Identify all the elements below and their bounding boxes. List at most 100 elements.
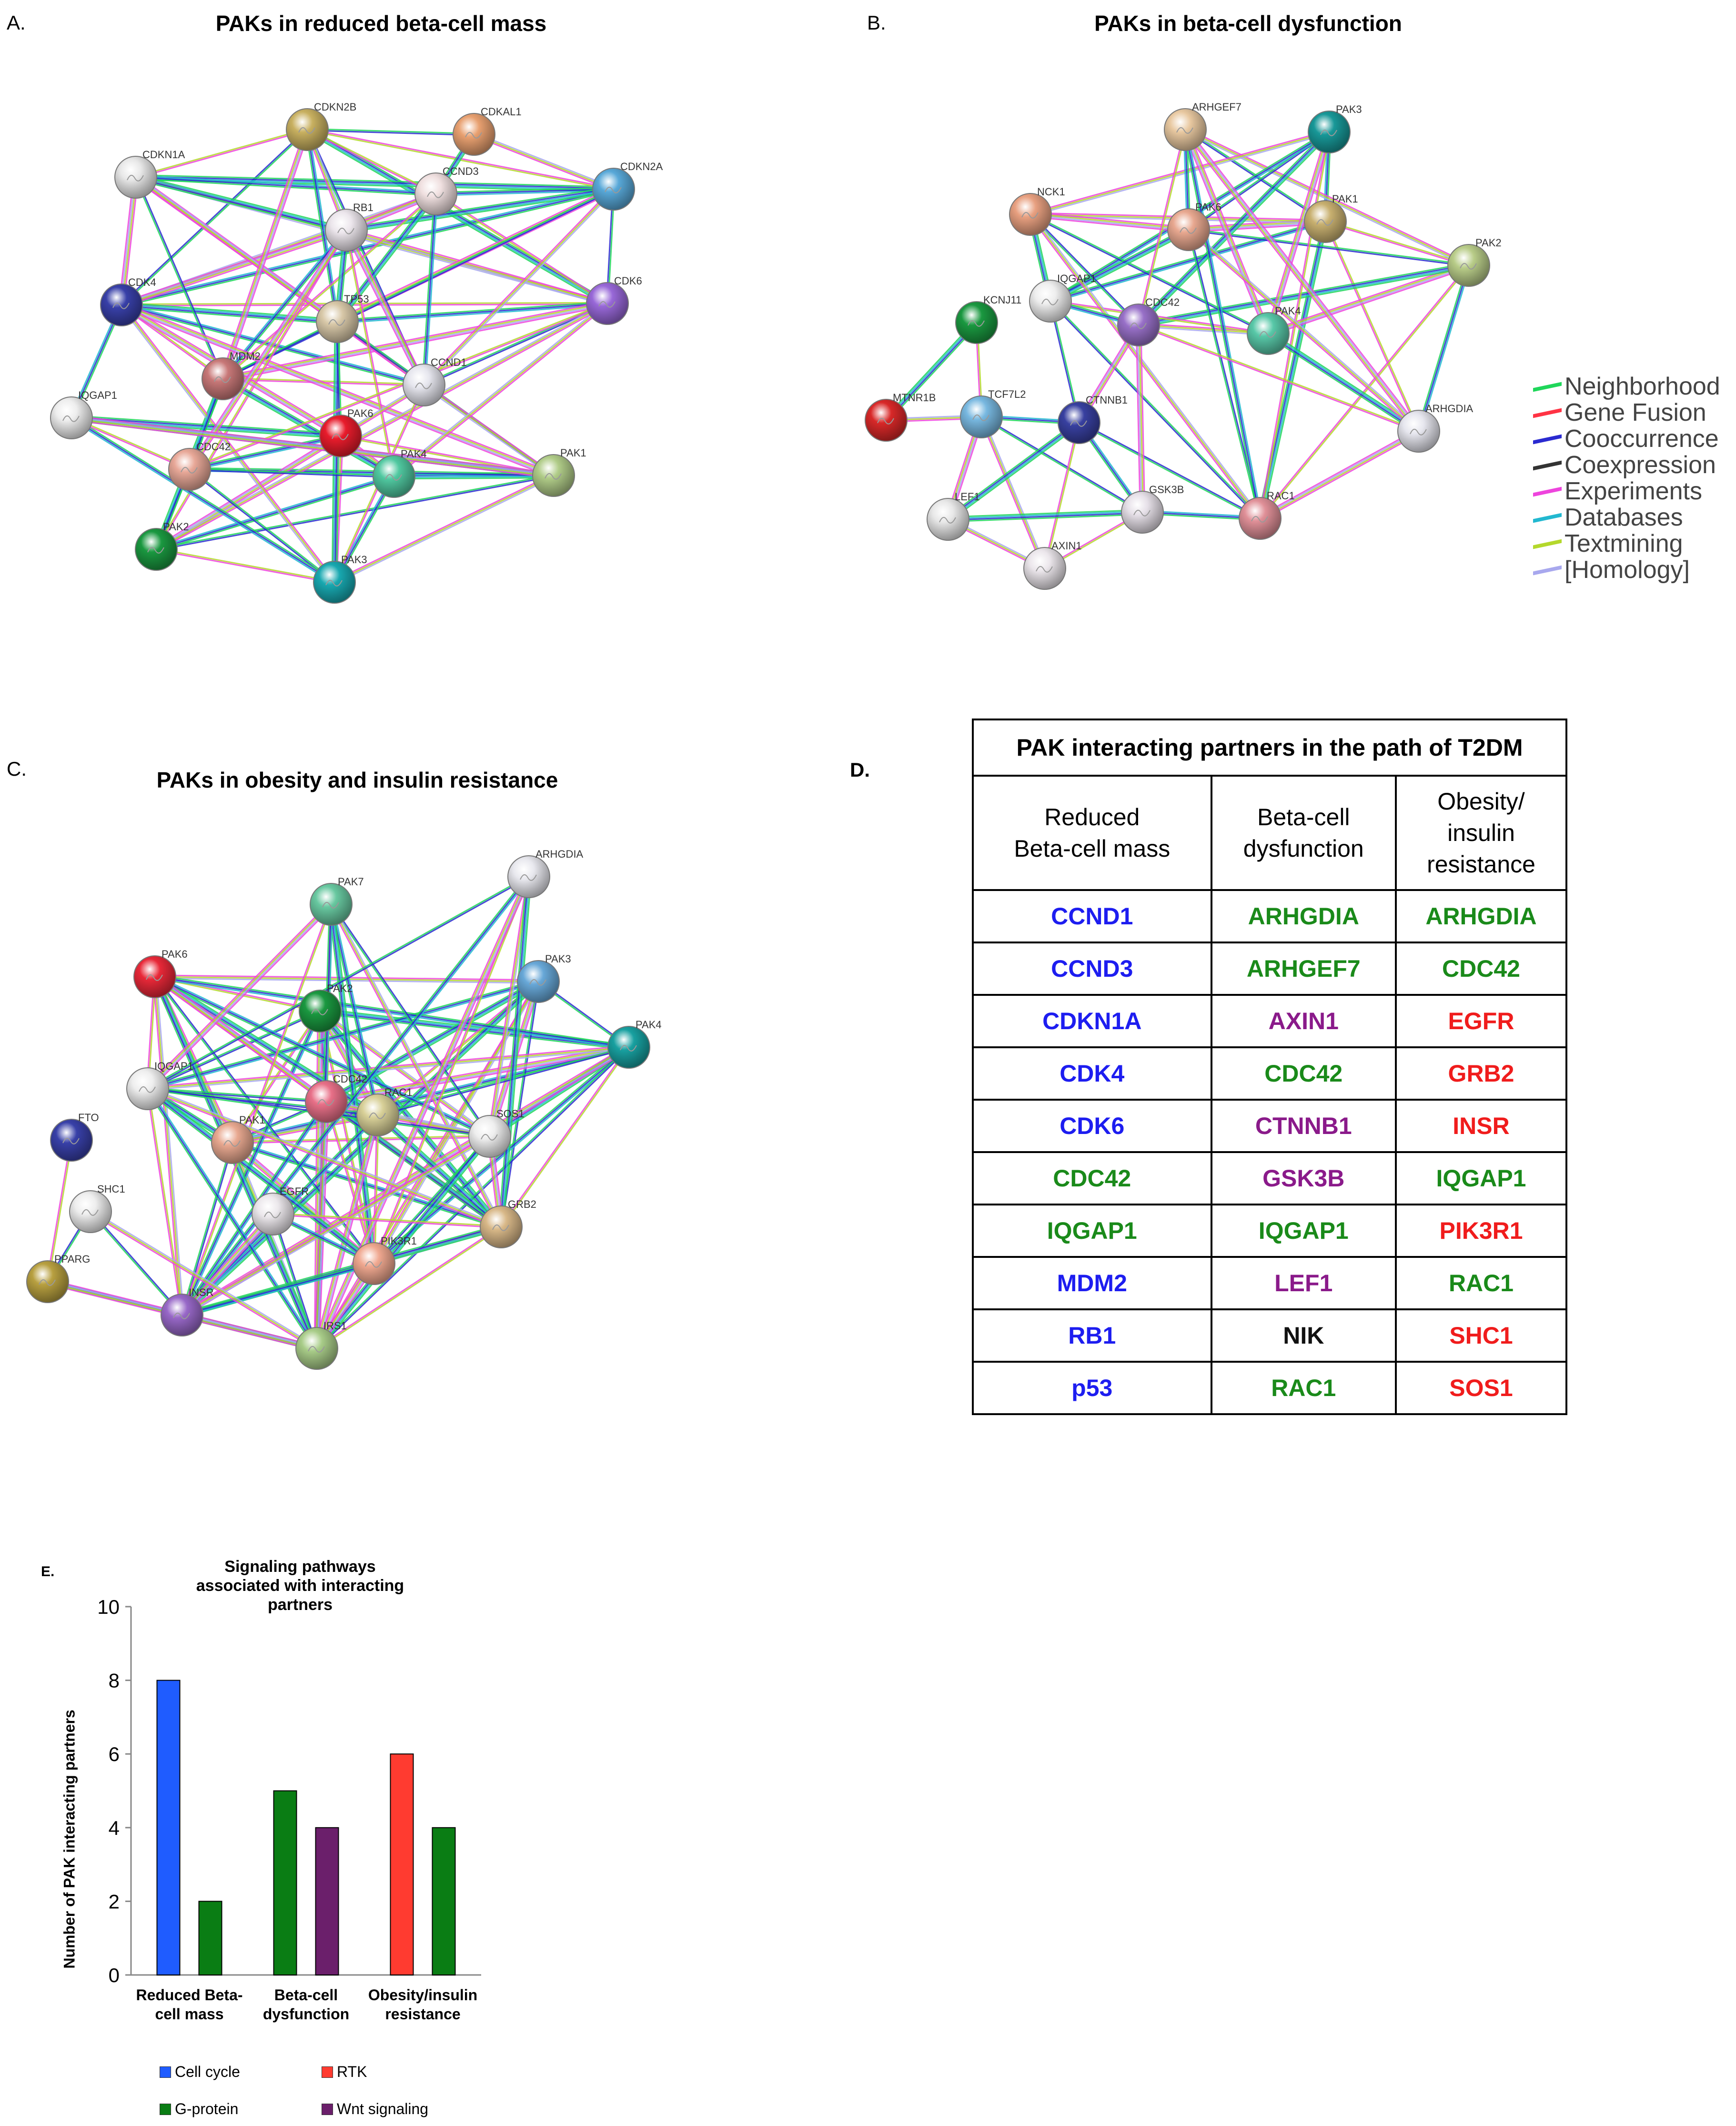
- edge-line: [121, 227, 346, 304]
- edge-line: [1187, 230, 1418, 433]
- chart-legend-label: Cell cycle: [175, 2063, 240, 2080]
- edge-line: [324, 979, 538, 1101]
- edge-line: [1265, 131, 1328, 334]
- edge-line: [222, 129, 307, 379]
- edge-line: [334, 436, 343, 583]
- edge-line: [317, 1115, 379, 1349]
- node-label: TCF7L2: [988, 388, 1026, 400]
- edge-line: [182, 1264, 375, 1317]
- node-label: CDC42: [196, 441, 231, 453]
- node-pak1: PAK1: [1304, 193, 1358, 243]
- edge-line: [71, 418, 190, 471]
- edge-line: [91, 1210, 183, 1315]
- edge-line: [1187, 230, 1260, 519]
- edge-line: [46, 1140, 71, 1282]
- edge-line: [1258, 132, 1329, 518]
- edge-line: [223, 189, 615, 380]
- table-cell: LEF1: [1210, 1256, 1397, 1310]
- node-label: PPARG: [54, 1253, 90, 1265]
- edge-line: [1189, 132, 1330, 231]
- edge-line: [156, 975, 235, 1142]
- node-cdkal1: CDKAL1: [453, 106, 522, 156]
- edge-line: [118, 177, 134, 305]
- edge-line: [147, 1010, 320, 1089]
- node-irs1: IRS1: [295, 1320, 347, 1370]
- chart-legend-label: Wnt signaling: [337, 2100, 429, 2117]
- edge-line: [335, 192, 435, 321]
- edge-line: [148, 1087, 375, 1264]
- edge-line: [375, 1116, 500, 1229]
- edge-line: [501, 877, 531, 1227]
- edge-line: [223, 194, 437, 380]
- y-tick-label: 4: [109, 1817, 120, 1839]
- edge-line: [982, 416, 1047, 568]
- edge-line: [1029, 215, 1260, 520]
- edge-line: [1183, 131, 1418, 433]
- edge-line: [329, 904, 374, 1264]
- edge-line: [424, 190, 616, 387]
- edge-line: [331, 435, 339, 582]
- node-label: IRS1: [323, 1320, 347, 1332]
- table-cell: RB1: [972, 1308, 1212, 1363]
- edge-line: [155, 974, 629, 1047]
- edge-line: [1030, 131, 1330, 215]
- edge-line: [305, 130, 337, 322]
- edge-line: [949, 424, 1081, 522]
- edge-line: [330, 904, 490, 1137]
- edge-line: [340, 436, 554, 477]
- edge-line: [70, 418, 334, 584]
- panel-b-label: B.: [867, 11, 886, 34]
- edge-line: [394, 303, 608, 477]
- edge-line: [156, 303, 608, 550]
- edge-line: [1418, 265, 1470, 432]
- legend-label: Gene Fusion: [1564, 399, 1706, 426]
- edge-line: [148, 877, 530, 1090]
- edge-line: [147, 1045, 629, 1088]
- edge-line: [1419, 265, 1471, 432]
- edge-line: [1187, 128, 1271, 333]
- node-label: RAC1: [1267, 490, 1295, 502]
- edge-line: [134, 177, 223, 380]
- node-cdkn2a: CDKN2A: [592, 161, 663, 211]
- edge-line: [120, 305, 334, 584]
- node-sos1: SOS1: [468, 1108, 525, 1158]
- edge-line: [1140, 133, 1332, 327]
- edge-line: [148, 1087, 327, 1102]
- edge-line: [156, 230, 348, 550]
- node-label: CTNNB1: [1086, 394, 1128, 406]
- edge-line: [156, 474, 554, 549]
- edge-line: [273, 1214, 501, 1229]
- legend-label: Coexpression: [1564, 451, 1716, 479]
- node-label: PAK3: [545, 953, 571, 965]
- edge-line: [1139, 130, 1187, 325]
- edge-line: [422, 187, 613, 385]
- chart-legend-swatch: [160, 2103, 171, 2115]
- edge-line: [155, 435, 341, 549]
- edge-line: [328, 904, 373, 1264]
- table-cell: ARHGEF7: [1210, 942, 1397, 996]
- table-cell: CDKN1A: [972, 994, 1212, 1048]
- edge-line: [48, 1140, 73, 1282]
- edge-line: [182, 904, 333, 1316]
- edge-line: [222, 302, 607, 379]
- edge-line: [190, 467, 554, 475]
- edge-line: [490, 877, 531, 1137]
- edge-line: [156, 549, 334, 584]
- edge-line: [136, 174, 614, 188]
- node-label: CDKAL1: [481, 106, 522, 118]
- table-cell: IQGAP1: [1210, 1204, 1397, 1258]
- edge-line: [979, 417, 1044, 569]
- edge-line: [337, 303, 608, 323]
- node-mtnr1b: MTNR1B: [865, 392, 936, 442]
- edge-line: [155, 976, 184, 1315]
- edge-line: [146, 1089, 182, 1316]
- edge-line: [980, 416, 1046, 569]
- node-ccnd1: CCND1: [403, 356, 467, 406]
- node-pak4: PAK4: [1247, 305, 1301, 355]
- node-label: RAC1: [384, 1086, 413, 1098]
- edge-line: [331, 903, 491, 1136]
- edge-line: [1051, 231, 1190, 304]
- edge-line: [1139, 267, 1470, 328]
- edge-line: [315, 981, 538, 1348]
